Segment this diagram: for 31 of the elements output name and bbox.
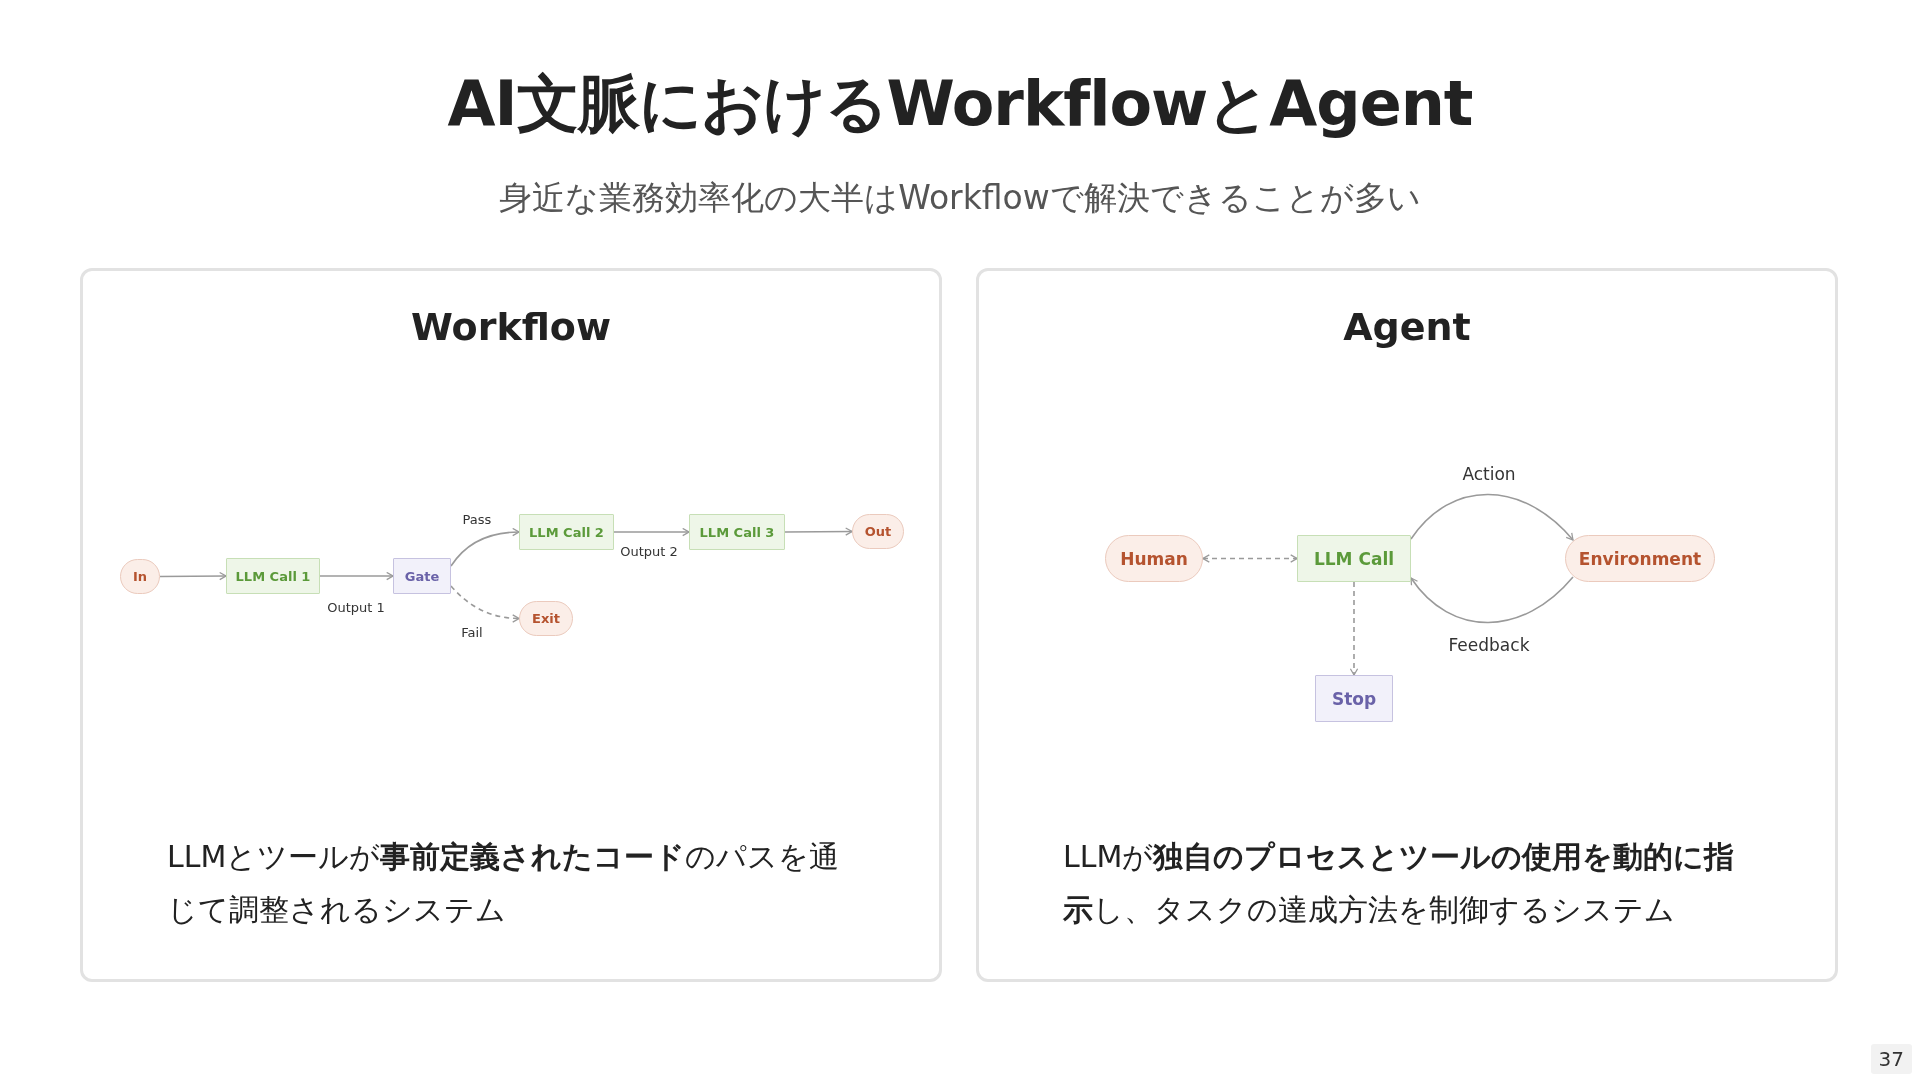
panel-heading: Agent xyxy=(1343,305,1471,349)
panel-heading: Workflow xyxy=(410,305,612,349)
panel-description: LLMが独自のプロセスとツールの使用を動的に指示し、タスクの達成方法を制御するシステム xyxy=(1063,838,1736,929)
process-box: LLM Call 2 xyxy=(519,514,614,550)
process-box: LLM Call 1 xyxy=(226,558,320,594)
process-box: Stop xyxy=(1315,675,1393,722)
edge-label: Fail xyxy=(459,624,485,640)
arrow xyxy=(613,527,690,537)
arrow xyxy=(450,527,520,567)
pill-node: Human xyxy=(1105,535,1203,582)
arrow xyxy=(159,571,227,581)
arrow xyxy=(1349,581,1359,676)
page-number: 37 xyxy=(1870,1044,1912,1074)
panel-description: LLMとツールが事前定義されたコードのパスを通じて調整されるシステム xyxy=(167,838,841,929)
pill-node: Out xyxy=(852,514,904,549)
pill-node: In xyxy=(120,559,160,594)
process-box: Gate xyxy=(393,558,451,594)
arrow xyxy=(784,527,853,536)
arrow xyxy=(1202,554,1298,563)
panel-card xyxy=(80,268,942,982)
panel-card xyxy=(976,268,1838,982)
arrow xyxy=(1410,576,1574,624)
slide-title: AI文脈におけるWorkflowとAgent xyxy=(447,66,1473,142)
slide-subtitle: 身近な業務効率化の大半はWorkflowで解決できることが多い xyxy=(499,177,1421,219)
arrow xyxy=(1410,493,1574,541)
process-box: LLM Call xyxy=(1297,535,1411,582)
arrow xyxy=(319,571,394,581)
process-box: LLM Call 3 xyxy=(689,514,785,550)
arrow xyxy=(450,585,520,623)
pill-node: Environment xyxy=(1565,535,1715,582)
pill-node: Exit xyxy=(519,601,573,636)
